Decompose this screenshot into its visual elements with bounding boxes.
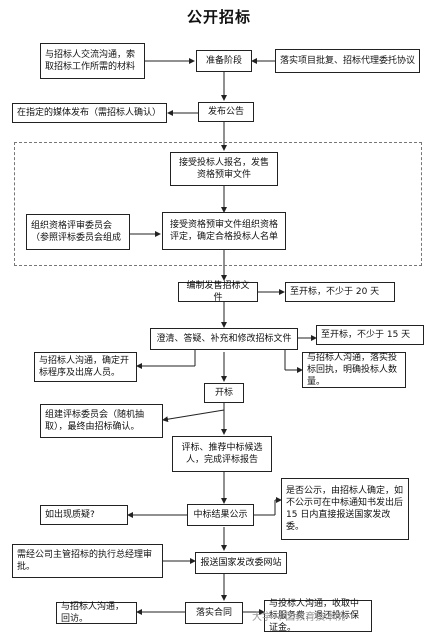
min20-box: 至开标，不少于 20 天 bbox=[285, 282, 395, 302]
procedure-note-box: 与招标人沟通，确定开标程序及出席人员。 bbox=[34, 352, 137, 382]
publicity-box: 中标结果公示 bbox=[187, 504, 254, 526]
page-title: 公开招标 bbox=[186, 8, 251, 26]
eval-committee-note-box: 组建评标委员会（随机抽取），最终由招标确认。 bbox=[40, 404, 163, 438]
bid-receipt-note-box: 与招标人沟通，落实投标回执，明确投标人数量。 bbox=[302, 352, 406, 388]
review-note-box: 需经公司主管招标的执行总经理审批。 bbox=[12, 544, 163, 578]
bid-opening-box: 开标 bbox=[204, 383, 244, 403]
committee-note-box: 组织资格评审委员会（参照评标委员会组成 bbox=[26, 214, 130, 250]
media-note-box: 在指定的媒体发布（需招标人确认） bbox=[12, 103, 167, 123]
contract-box: 落实合同 bbox=[185, 602, 243, 624]
prep-note-box: 与招标人交流沟通，索取招标工作所需的材料 bbox=[40, 43, 145, 79]
signup-box: 接受投标人报名，发售资格预审文件 bbox=[170, 152, 278, 186]
report-box: 报送国家发改委网站 bbox=[195, 552, 287, 574]
min15-box: 至开标，不少于 15 天 bbox=[316, 325, 424, 345]
contract-note-box: 与招标人沟通，回访。 bbox=[56, 602, 137, 624]
publicity-rule-box: 是否公示，由招标人确定，如不公示可在中标通知书发出后 15 日内直接报送国家发改… bbox=[281, 478, 409, 540]
evaluation-box: 评标、推荐中标候选人，完成评标报告 bbox=[172, 436, 272, 472]
service-fee-note-box: 与投标人沟通，收取中标服务费，退还投标保证金。 bbox=[264, 599, 372, 633]
compile-box: 编制发售招标文件 bbox=[178, 281, 258, 303]
objection-box: 如出现质疑? bbox=[40, 505, 128, 525]
prequalification-group bbox=[14, 142, 422, 266]
clarify-box: 澄清、答疑、补充和修改招标文件 bbox=[150, 328, 298, 350]
approval-box: 落实项目批复、招标代理委托协议 bbox=[275, 49, 420, 73]
prequal-box: 接受资格预审文件组织资格评定，确定合格投标人名单 bbox=[162, 212, 286, 250]
watermark: 大学·中国教育技术院 bbox=[252, 612, 346, 623]
announce-box: 发布公告 bbox=[198, 102, 254, 122]
prep-stage-box: 准备阶段 bbox=[196, 50, 252, 72]
